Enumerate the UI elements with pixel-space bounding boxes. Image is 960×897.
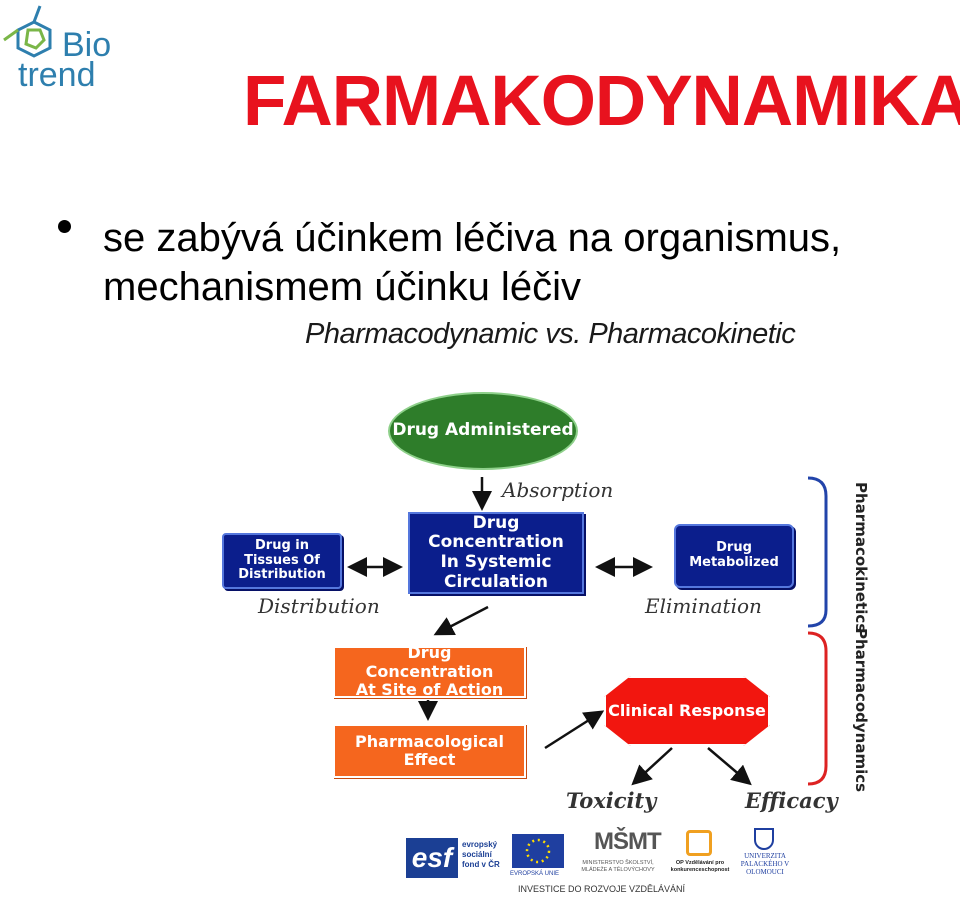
op-logo: OP Vzdělávání pro konkurenceschopnost <box>670 830 730 880</box>
label-toxicity: Toxicity <box>566 788 657 813</box>
msmt-mark-icon: MŠMT <box>594 828 662 855</box>
arrow-to-site <box>433 605 489 636</box>
bullet-text: se zabývá účinkem léčiva na organismus, … <box>103 216 842 309</box>
up-logo: UNIVERZITA PALACKÉHO V OLOMOUCI <box>734 828 796 880</box>
footer-logo-strip: esf evropský sociální fond v ČR EVROPSKÁ… <box>406 826 796 896</box>
node-systemic-circulation: Drug Concentration In Systemic Circulati… <box>408 512 584 594</box>
label-distribution: Distribution <box>258 594 380 618</box>
eu-logo: EVROPSKÁ UNIE <box>510 834 568 880</box>
node-site-of-action: Drug Concentration At Site of Action <box>333 644 526 699</box>
bracket-pharmacodynamics <box>807 631 828 786</box>
logo-trend-text: trend <box>18 56 96 94</box>
label-absorption: Absorption <box>502 478 614 502</box>
molecule-logo-icon <box>3 5 52 58</box>
node-drug-metabolized: Drug Metabolized <box>674 524 794 588</box>
node-drug-administered: Drug Administered <box>388 392 578 470</box>
eu-text: EVROPSKÁ UNIE <box>510 871 560 877</box>
bracket-pharmacokinetics <box>807 476 828 628</box>
label-efficacy: Efficacy <box>745 788 838 813</box>
logo-bio-text: Bio <box>62 26 112 64</box>
biotrend-logo: Bio trend <box>0 0 130 95</box>
arrow-to-clinical <box>544 710 605 750</box>
side-label-pharmacokinetics: Pharmacokinetics <box>852 482 870 633</box>
esf-text: evropský sociální fond v ČR <box>462 840 500 869</box>
label-elimination: Elimination <box>645 594 762 618</box>
slide-title: FARMAKODYNAMIKA <box>243 62 960 141</box>
esf-logo: esf evropský sociální fond v ČR <box>406 834 506 880</box>
msmt-text: MINISTERSTVO ŠKOLSTVÍ, MLÁDEŽE A TĚLOVÝC… <box>581 860 655 873</box>
op-mark-icon <box>686 830 712 856</box>
diagram-title: Pharmacodynamic vs. Pharmacokinetic <box>305 318 796 350</box>
op-text: OP Vzdělávání pro konkurenceschopnost <box>670 860 730 873</box>
eu-flag-icon <box>512 834 564 868</box>
node-drug-in-tissues: Drug in Tissues Of Distribution <box>222 533 342 589</box>
node-pharmacological-effect: Pharmacological Effect <box>333 724 526 778</box>
up-crest-icon <box>754 828 774 850</box>
node-clinical-response: Clinical Response <box>604 676 770 746</box>
arrow-to-toxicity <box>631 747 673 786</box>
esf-mark-icon: esf <box>406 838 458 878</box>
bullet-dot-icon <box>58 220 71 233</box>
arrow-to-efficacy <box>707 747 752 786</box>
side-label-pharmacodynamics: Pharmacodynamics <box>852 628 870 793</box>
msmt-logo: MŠMT MINISTERSTVO ŠKOLSTVÍ, MLÁDEŽE A TĚ… <box>572 828 664 880</box>
footer-tagline: INVESTICE DO ROZVOJE VZDĚLÁVÁNÍ <box>518 884 686 894</box>
up-text: UNIVERZITA PALACKÉHO V OLOMOUCI <box>740 852 790 876</box>
